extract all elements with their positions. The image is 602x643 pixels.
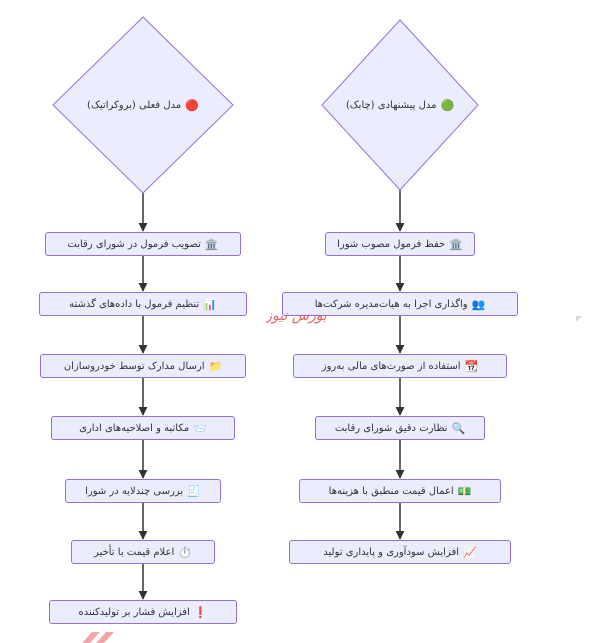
corner-triangle-mark bbox=[576, 316, 582, 322]
proposed-step-6-label: افزایش سودآوری و پایداری تولید bbox=[323, 546, 460, 558]
proposed-step-5: 💵اعمال قیمت منطبق با هزینه‌ها bbox=[299, 479, 501, 503]
magnifier-icon: 🔍 bbox=[451, 421, 466, 435]
red-circle-icon: 🔴 bbox=[185, 98, 199, 112]
proposed-step-4-label: نظارت دقیق شورای رقابت bbox=[334, 422, 448, 434]
proposed-step-3: 📆استفاده از صورت‌های مالی به‌روز bbox=[293, 354, 507, 378]
classical-building-icon: 🏛️ bbox=[449, 237, 463, 251]
current-step-7-label: افزایش فشار بر تولیدکننده bbox=[78, 606, 190, 618]
proposed-step-4: 🔍نظارت دقیق شورای رقابت bbox=[315, 416, 485, 440]
folder-icon: 📁 bbox=[208, 359, 223, 373]
current-model-title: 🔴مدل فعلی (بروکراتیک) bbox=[53, 95, 233, 115]
watermark-logo: بورس نیوز bbox=[266, 308, 326, 324]
proposed-step-6: 📈افزایش سودآوری و پایداری تولید bbox=[289, 540, 511, 564]
current-step-6: ⏱️اعلام قیمت با تأخیر bbox=[71, 540, 215, 564]
green-circle-icon: 🟢 bbox=[440, 98, 455, 112]
watermark-text: بورس نیوز bbox=[266, 308, 326, 324]
current-step-2-label: تنظیم فرمول با داده‌های گذشته bbox=[69, 298, 200, 310]
proposed-model-diamond bbox=[321, 19, 479, 191]
current-step-1: 🏛️تصویب فرمول در شورای رقابت bbox=[45, 232, 241, 256]
proposed-step-1-label: حفظ فرمول مصوب شورا bbox=[337, 238, 446, 250]
current-step-4: 📨مکاتبه و اصلاحیه‌های اداری bbox=[51, 416, 235, 440]
current-model-title-text: مدل فعلی (بروکراتیک) bbox=[87, 99, 182, 111]
proposed-model-title: 🟢مدل پیشنهادی (چابک) bbox=[322, 95, 478, 115]
proposed-step-1: 🏛️حفظ فرمول مصوب شورا bbox=[325, 232, 475, 256]
money-icon: 💵 bbox=[457, 484, 472, 498]
current-step-5-label: بررسی چندلایه در شورا bbox=[85, 485, 184, 497]
envelope-icon: 📨 bbox=[193, 421, 207, 435]
people-icon: 👥 bbox=[471, 297, 486, 311]
stopwatch-icon: ⏱️ bbox=[178, 545, 192, 559]
current-step-6-label: اعلام قیمت با تأخیر bbox=[94, 546, 175, 558]
current-step-3-label: ارسال مدارک توسط خودروسازان bbox=[63, 360, 205, 372]
current-step-3: 📁ارسال مدارک توسط خودروسازان bbox=[40, 354, 246, 378]
proposed-model-title-text: مدل پیشنهادی (چابک) bbox=[345, 99, 437, 111]
current-step-1-label: تصویب فرمول در شورای رقابت bbox=[67, 238, 201, 250]
proposed-step-5-label: اعمال قیمت منطبق با هزینه‌ها bbox=[328, 485, 454, 497]
classical-building-icon: 🏛️ bbox=[204, 237, 219, 251]
exclamation-icon: ❗ bbox=[193, 605, 208, 619]
proposed-step-3-label: استفاده از صورت‌های مالی به‌روز bbox=[321, 360, 461, 372]
bottom-logo-mark bbox=[82, 632, 114, 643]
receipt-icon: 🧾 bbox=[187, 484, 201, 498]
chart-increasing-icon: 📈 bbox=[463, 545, 477, 559]
proposed-step-2: 👥واگذاری اجرا به هیات‌مدیره شرکت‌ها bbox=[282, 292, 518, 316]
proposed-step-2-label: واگذاری اجرا به هیات‌مدیره شرکت‌ها bbox=[314, 298, 468, 310]
current-step-7: ❗افزایش فشار بر تولیدکننده bbox=[49, 600, 237, 624]
current-model-diamond bbox=[52, 16, 234, 194]
current-step-4-label: مکاتبه و اصلاحیه‌های اداری bbox=[79, 422, 190, 434]
calendar-icon: 📆 bbox=[464, 359, 479, 373]
current-step-2: 📊تنظیم فرمول با داده‌های گذشته bbox=[39, 292, 247, 316]
current-step-5: 🧾بررسی چندلایه در شورا bbox=[65, 479, 221, 503]
bar-chart-icon: 📊 bbox=[203, 297, 217, 311]
